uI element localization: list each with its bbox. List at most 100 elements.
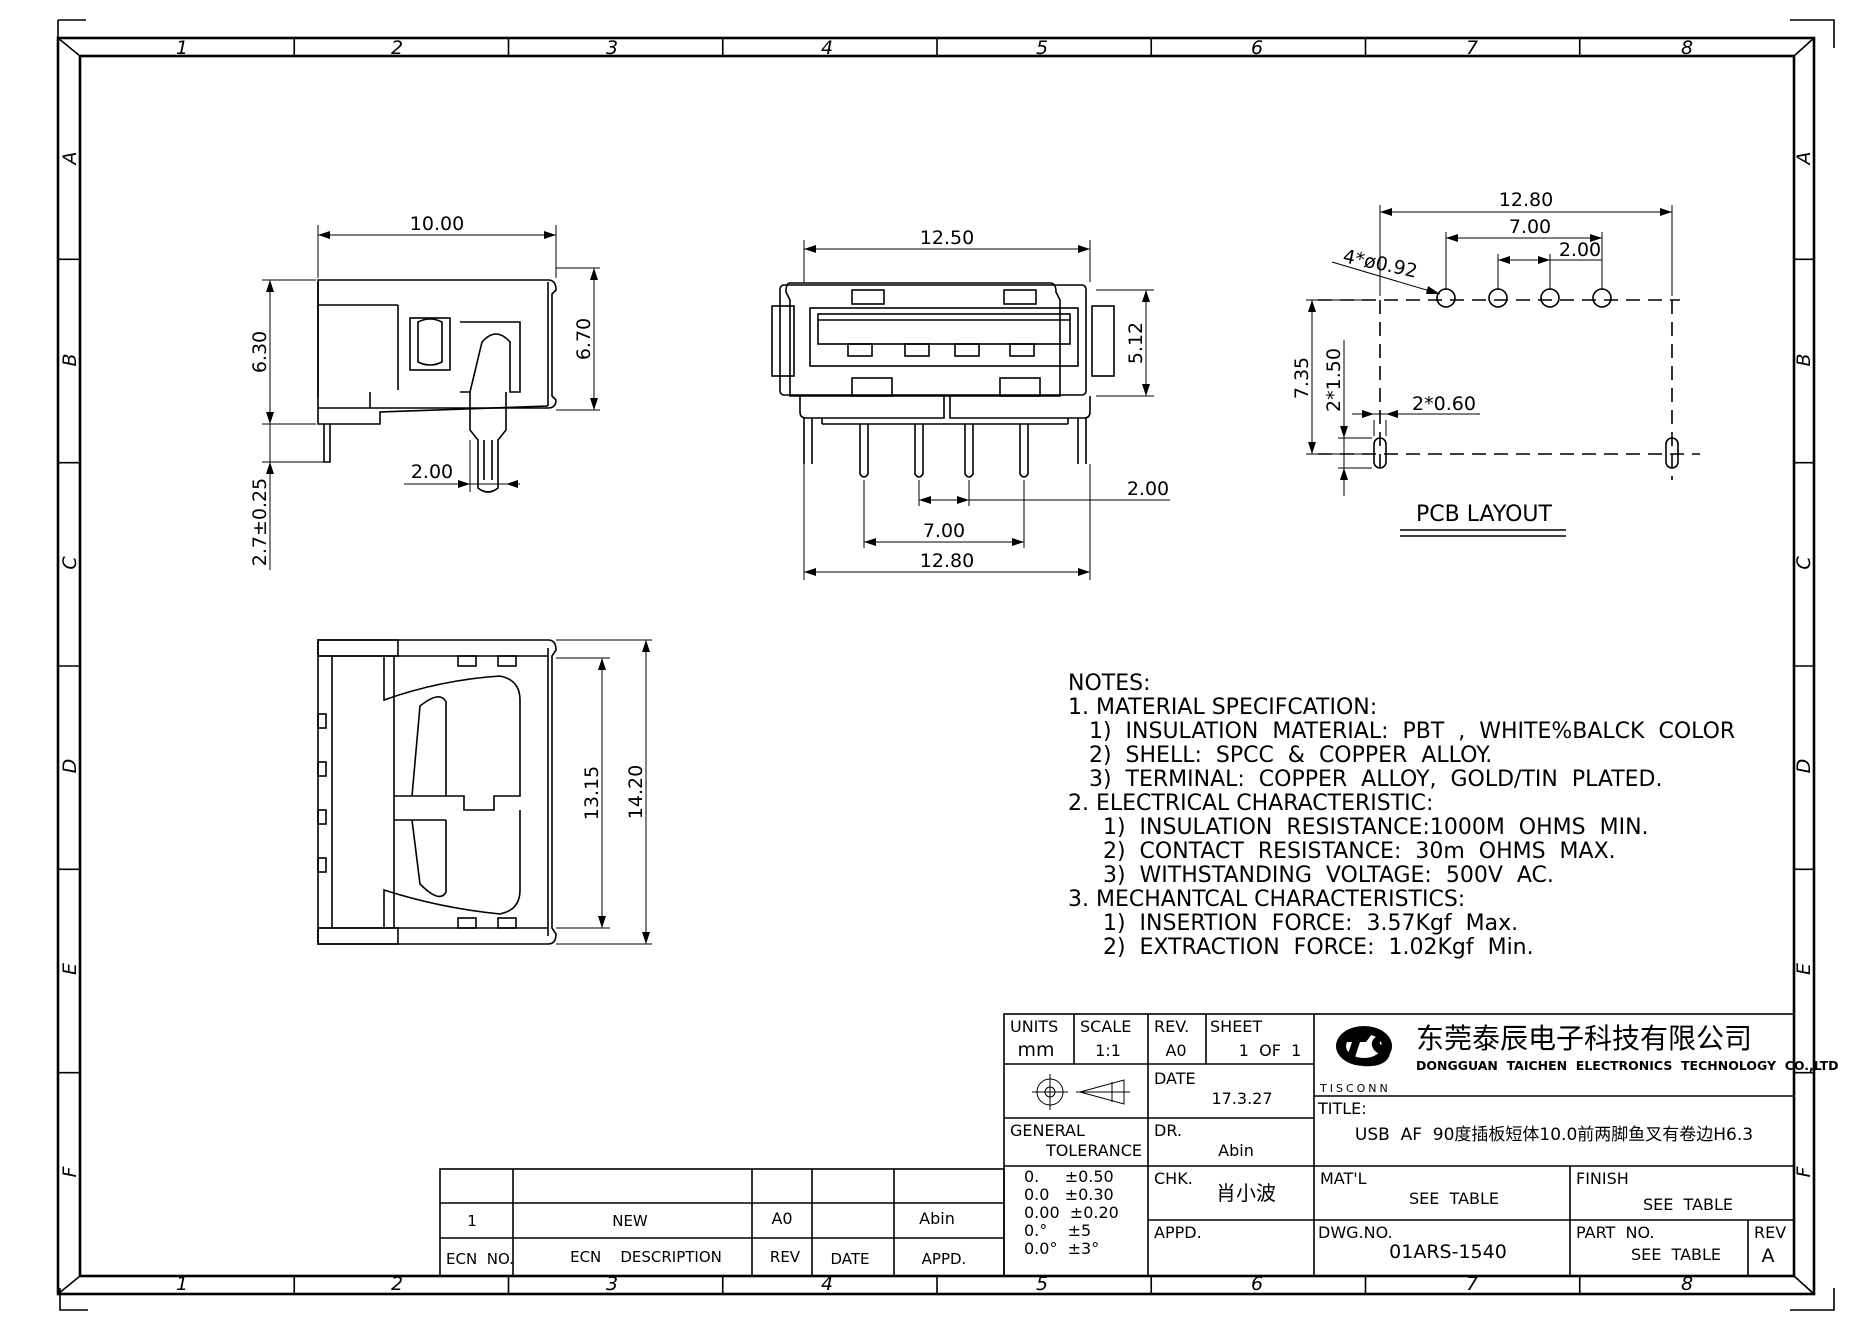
rev2-value: A (1762, 1245, 1775, 1267)
appd-label: APPD. (1154, 1223, 1202, 1242)
dwg-label: DWG.NO. (1318, 1223, 1393, 1242)
date-value: 17.3.27 (1211, 1089, 1272, 1108)
dr-label: DR. (1154, 1121, 1182, 1140)
chk-label: CHK. (1154, 1169, 1193, 1188)
note-line: 1) INSULATION MATERIAL: PBT , WHITE%BALC… (1068, 719, 1735, 744)
dim-front-bottom: 12.80 (920, 550, 974, 572)
note-line: 2) CONTACT RESISTANCE: 30m OHMS MAX. (1068, 839, 1616, 864)
tolerance-row: 0.0° ±3° (1024, 1239, 1099, 1258)
grid-col-top: 8 (1681, 37, 1693, 59)
grid-row-left: A (59, 152, 81, 167)
matl-value: SEE TABLE (1409, 1189, 1499, 1208)
grid-row-left: F (59, 1165, 81, 1177)
note-line: 3. MECHANTCAL CHARACTERISTICS: (1068, 887, 1465, 912)
finish-value: SEE TABLE (1643, 1195, 1733, 1214)
revision-table: 1 NEW A0 Abin ECN NO. ECN DESCRIPTION RE… (439, 1168, 1005, 1277)
part-value: SEE TABLE (1631, 1245, 1721, 1264)
dim-side-tolerance: 2.7±0.25 (249, 478, 271, 566)
pcb-layout-label: PCB LAYOUT (1416, 502, 1552, 527)
grid-row-right: F (1793, 1165, 1815, 1177)
note-line: 1. MATERIAL SPECIFCATION: (1068, 695, 1377, 720)
grid-col-top: 1 (176, 37, 188, 59)
rev-header-description: ECN DESCRIPTION (570, 1248, 722, 1266)
grid-col-top: 4 (821, 37, 833, 59)
grid-row-right: D (1793, 759, 1815, 774)
tolerance-row: 0.0 ±0.30 (1024, 1185, 1114, 1204)
note-line: 2) SHELL: SPCC & COPPER ALLOY. (1068, 743, 1492, 768)
grid-col-bottom: 7 (1466, 1273, 1478, 1295)
rev-label: REV. (1154, 1017, 1189, 1036)
side-view: 10.00 6.30 6.70 2.00 2.7±0.25 (249, 213, 600, 570)
dim-side-width: 10.00 (410, 213, 464, 235)
grid-col-top: 7 (1466, 37, 1478, 59)
dim-pcb-pitch: 2.00 (1559, 239, 1601, 261)
part-label: PART NO. (1576, 1223, 1654, 1242)
grid-row-right: B (1793, 353, 1815, 366)
bottom-view: 13.15 14.20 (317, 639, 652, 945)
tolerance-row: 0.00 ±0.20 (1024, 1203, 1119, 1222)
dim-side-body: 6.70 (573, 318, 595, 360)
tolerance-label: TOLERANCE (1045, 1141, 1142, 1160)
rev-header-appd: APPD. (922, 1250, 967, 1268)
dim-front-height: 5.12 (1125, 322, 1147, 364)
rev-row-description: NEW (612, 1212, 648, 1230)
date-label: DATE (1154, 1069, 1196, 1088)
dim-bottom-outer: 14.20 (625, 765, 647, 819)
note-line: 2) EXTRACTION FORCE: 1.02Kgf Min. (1068, 935, 1534, 960)
title-label: TITLE: (1317, 1099, 1367, 1118)
finish-label: FINISH (1576, 1169, 1629, 1188)
grid-col-bottom: 3 (606, 1273, 618, 1295)
rev-header-date: DATE (830, 1250, 869, 1268)
drawing-title: USB AF 90度插板短体10.0前两脚鱼叉有卷边H6.3 (1355, 1125, 1753, 1145)
dim-pcb-slot-width: 2*0.60 (1412, 393, 1476, 415)
note-line: 3) WITHSTANDING VOLTAGE: 500V AC. (1068, 863, 1554, 888)
dim-side-pin: 2.00 (411, 461, 453, 483)
dwg-value: 01ARS-1540 (1389, 1241, 1507, 1263)
company-name-cn: 东莞泰辰电子科技有限公司 (1416, 1022, 1752, 1055)
rev-row-ecn-no: 1 (467, 1212, 477, 1230)
grid-col-top: 5 (1036, 37, 1048, 59)
grid-col-top: 2 (391, 37, 403, 59)
tolerance-row: 0.° ±5 (1024, 1221, 1091, 1240)
note-line: 1) INSULATION RESISTANCE:1000M OHMS MIN. (1068, 815, 1649, 840)
chk-value: 肖小波 (1216, 1181, 1276, 1205)
grid-row-right: C (1793, 556, 1815, 570)
dim-front-span: 7.00 (923, 520, 965, 542)
company-name-en: DONGGUAN TAICHEN ELECTRONICS TECHNOLOGY … (1416, 1058, 1839, 1073)
scale-value: 1:1 (1095, 1041, 1121, 1060)
notes: NOTES: 1. MATERIAL SPECIFCATION: 1) INSU… (1068, 671, 1735, 960)
note-line: 1) INSERTION FORCE: 3.57Kgf Max. (1068, 911, 1518, 936)
rev-value: A0 (1165, 1041, 1186, 1060)
projection-symbol-icon (1032, 1074, 1130, 1110)
dim-front-pitch: 2.00 (1127, 478, 1169, 500)
grid-col-top: 3 (606, 37, 618, 59)
dim-front-top: 12.50 (920, 227, 974, 249)
dim-pcb-span: 7.00 (1509, 216, 1551, 238)
dim-side-height: 6.30 (249, 331, 271, 373)
sheet-frame (56, 19, 1835, 1311)
dim-bottom-inner: 13.15 (581, 766, 603, 820)
grid-col-bottom: 8 (1681, 1273, 1693, 1295)
matl-label: MAT'L (1320, 1169, 1367, 1188)
rev-row-appd: Abin (919, 1209, 955, 1228)
grid-labels: 1 2 3 4 5 6 7 8 1 2 3 4 5 6 7 8 A B C D … (59, 37, 1815, 1295)
grid-row-right: E (1793, 963, 1815, 975)
sheet-value: 1 OF 1 (1239, 1041, 1302, 1060)
grid-col-bottom: 6 (1251, 1273, 1263, 1295)
brand-name: TISCONN (1319, 1082, 1391, 1095)
grid-col-bottom: 5 (1036, 1273, 1048, 1295)
note-line: 3) TERMINAL: COPPER ALLOY, GOLD/TIN PLAT… (1068, 767, 1662, 792)
dim-pcb-width: 12.80 (1499, 189, 1553, 211)
grid-row-left: C (59, 556, 81, 570)
note-line: NOTES: (1068, 671, 1151, 696)
dim-pcb-height: 7.35 (1291, 357, 1313, 399)
general-label: GENERAL (1010, 1121, 1085, 1140)
grid-row-left: E (59, 963, 81, 975)
grid-col-bottom: 1 (176, 1273, 188, 1295)
grid-row-left: D (59, 759, 81, 774)
company-logo (1336, 1026, 1392, 1067)
rev2-label: REV (1754, 1223, 1786, 1242)
sheet-label: SHEET (1210, 1017, 1262, 1036)
dr-value: Abin (1218, 1141, 1254, 1160)
